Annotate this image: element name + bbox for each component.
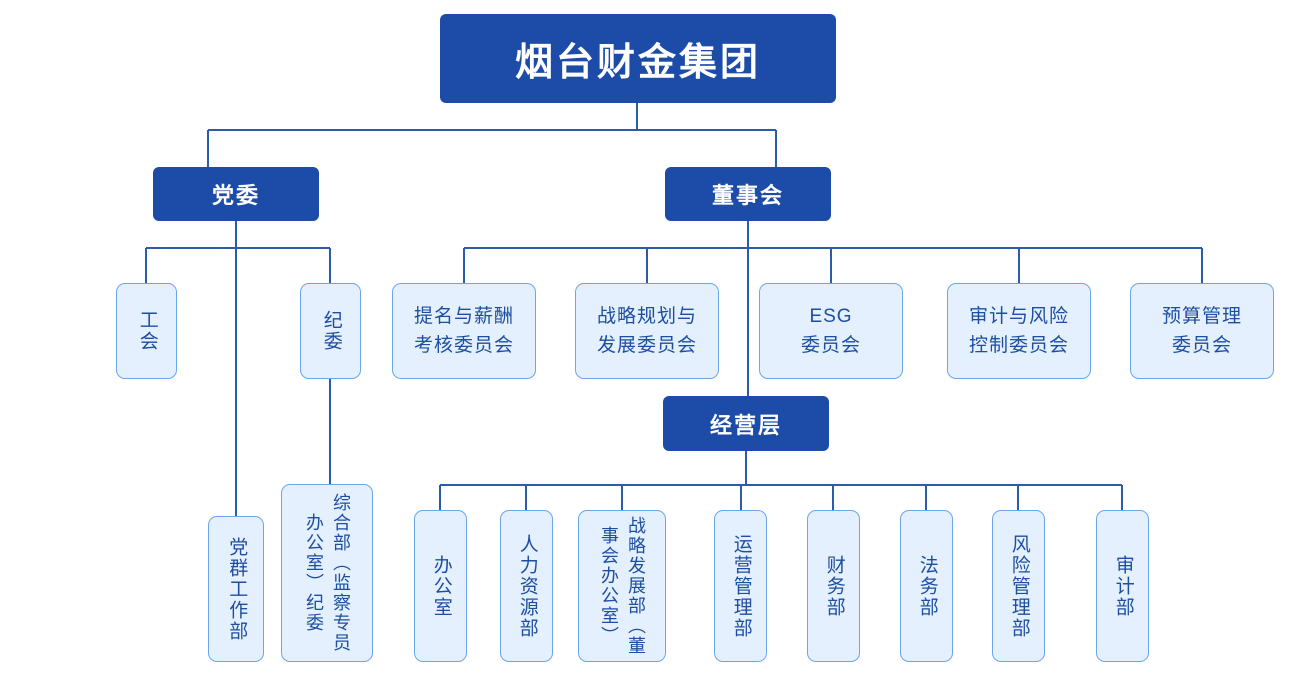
node-dept-risk-management[interactable]: 风险管理部 [992, 510, 1045, 662]
node-label: 工会 [136, 310, 158, 352]
committee-line-1: 审计与风险 [968, 305, 1069, 327]
node-root[interactable]: 烟台财金集团 [440, 14, 836, 103]
node-general-office-department[interactable]: 综合部（监察专员办公室）纪委 [281, 484, 373, 662]
node-committee-budget-management[interactable]: 预算管理 委员会 [1130, 283, 1274, 379]
node-dept-office[interactable]: 办公室 [414, 510, 467, 662]
node-committee-audit-risk-control[interactable]: 审计与风险 控制委员会 [947, 283, 1091, 379]
node-label: 审计部 [1112, 554, 1134, 618]
committee-line-2: 委员会 [1171, 335, 1232, 356]
node-label: 综合部（监察专员办公室）纪委 [304, 493, 351, 653]
node-label: 纪委 [320, 310, 342, 352]
node-labor-union[interactable]: 工会 [116, 283, 177, 379]
node-label: 法务部 [916, 554, 938, 618]
committee-line-2: 委员会 [800, 335, 861, 356]
node-label: 风险管理部 [1008, 533, 1030, 639]
node-label: 运营管理部 [730, 533, 752, 639]
node-label: 人力资源部 [516, 533, 538, 639]
node-label: 办公室 [430, 554, 452, 618]
node-dept-operations-management[interactable]: 运营管理部 [714, 510, 767, 662]
node-discipline-committee[interactable]: 纪委 [300, 283, 361, 379]
node-committee-strategy-development[interactable]: 战略规划与 发展委员会 [575, 283, 719, 379]
committee-line-2: 发展委员会 [596, 335, 697, 356]
node-dept-human-resources[interactable]: 人力资源部 [500, 510, 553, 662]
node-label: 财务部 [823, 554, 845, 618]
committee-line-2: 考核委员会 [413, 335, 514, 356]
committee-line-2: 控制委员会 [968, 335, 1069, 356]
node-dept-strategy-development[interactable]: 战略发展部（董事会办公室） [578, 510, 666, 662]
committee-line-1: ESG [809, 305, 853, 327]
node-party-affairs-department[interactable]: 党群工作部 [208, 516, 264, 662]
node-party-committee[interactable]: 党委 [153, 167, 319, 221]
node-label: 党群工作部 [226, 536, 248, 642]
node-dept-finance[interactable]: 财务部 [807, 510, 860, 662]
node-committee-esg[interactable]: ESG 委员会 [759, 283, 903, 379]
node-dept-audit[interactable]: 审计部 [1096, 510, 1149, 662]
node-management-level[interactable]: 经营层 [663, 396, 829, 451]
node-label: 战略发展部（董事会办公室） [599, 516, 646, 656]
node-board-of-directors[interactable]: 董事会 [665, 167, 831, 221]
node-dept-legal-affairs[interactable]: 法务部 [900, 510, 953, 662]
committee-line-1: 预算管理 [1161, 305, 1242, 327]
node-committee-nomination-compensation[interactable]: 提名与薪酬 考核委员会 [392, 283, 536, 379]
committee-line-1: 战略规划与 [596, 305, 697, 327]
committee-line-1: 提名与薪酬 [413, 305, 514, 327]
